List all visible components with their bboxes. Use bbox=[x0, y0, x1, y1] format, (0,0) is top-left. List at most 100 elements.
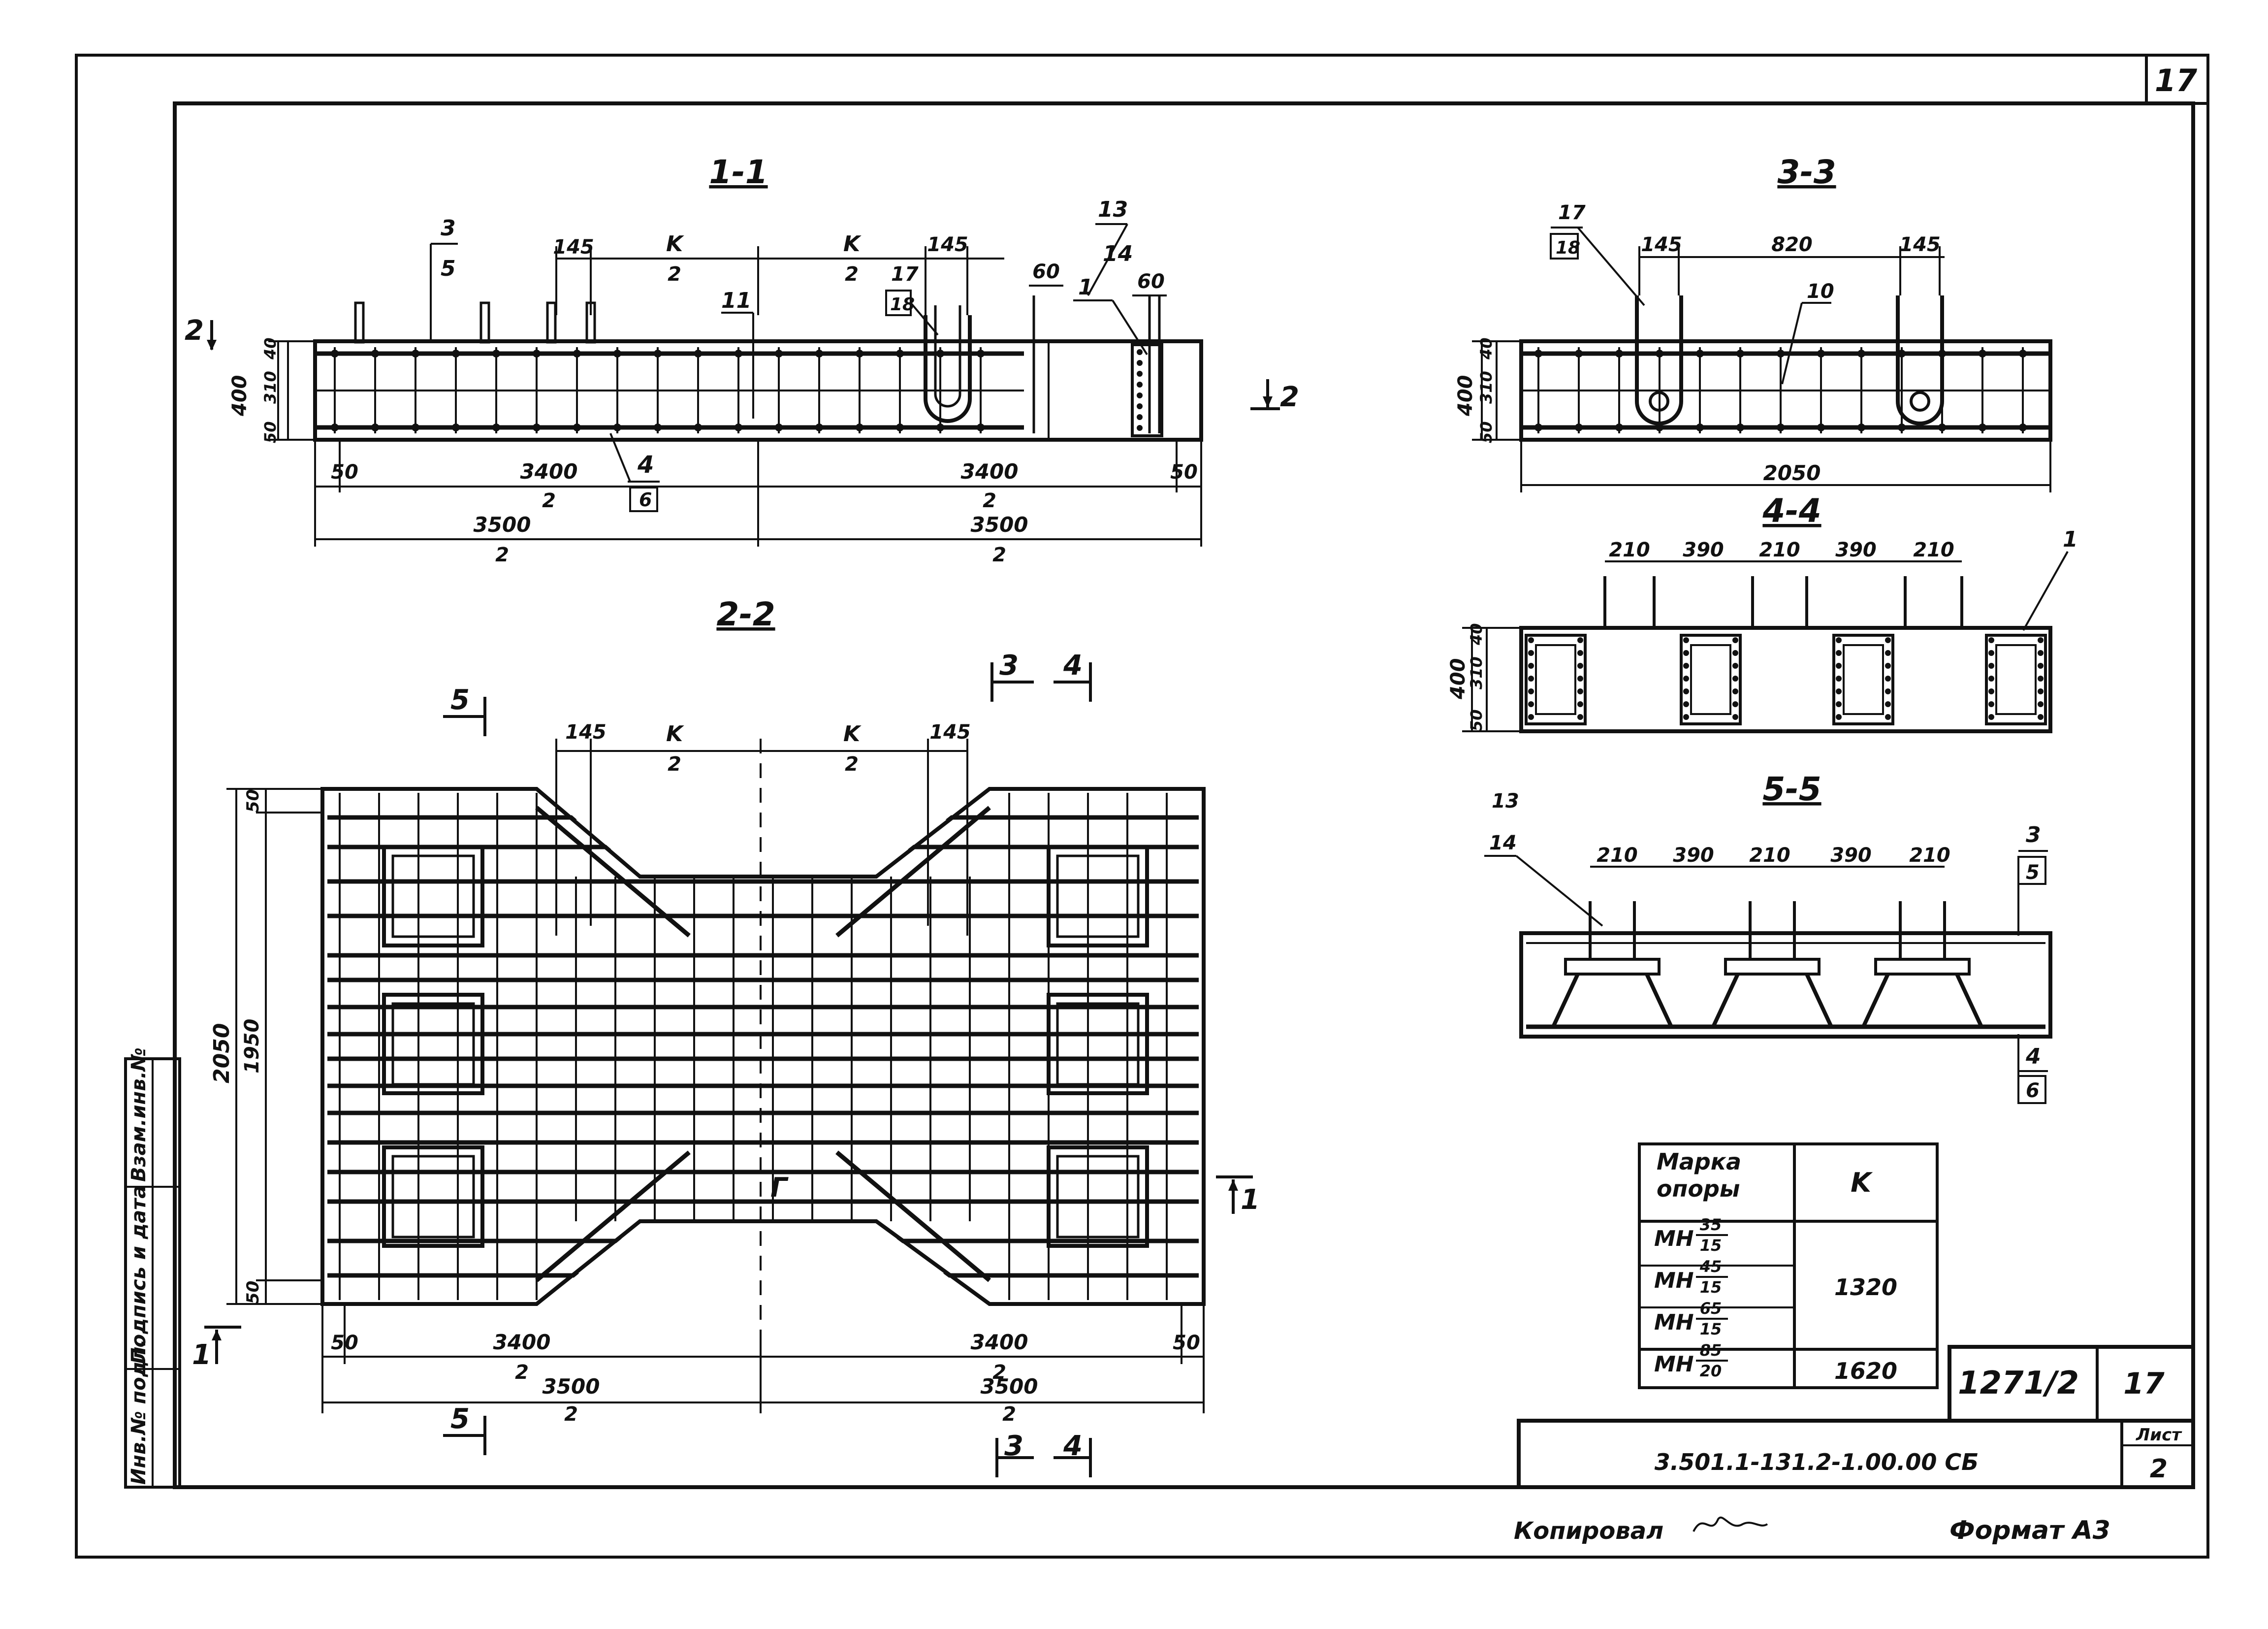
rebar-dot bbox=[977, 350, 985, 358]
section-1-1-title: 1-1 bbox=[709, 153, 767, 191]
anchor-plate-inner bbox=[391, 854, 475, 938]
rebar-dot bbox=[1777, 424, 1785, 431]
rebar-dot bbox=[1836, 663, 1842, 669]
callout-5: 5 bbox=[441, 256, 456, 281]
s33-h-top: 40 bbox=[1477, 337, 1496, 360]
cut-3-top: 3 bbox=[999, 650, 1019, 682]
table-k-1320: 1320 bbox=[1834, 1274, 1897, 1301]
s11-t2: 3500 bbox=[971, 513, 1028, 537]
s44-callout-1: 1 bbox=[2063, 527, 2078, 552]
s22-t2: 3500 bbox=[981, 1374, 1038, 1399]
rebar-dot bbox=[1732, 701, 1738, 707]
rebar-dot bbox=[1885, 714, 1891, 720]
rebar-dot bbox=[1988, 676, 1994, 682]
rebar-cage bbox=[1680, 634, 1742, 725]
table-row-den: 15 bbox=[1700, 1236, 1722, 1255]
rebar-dot bbox=[1575, 424, 1583, 431]
s55-dim: 210 bbox=[1597, 844, 1638, 867]
callout-13: 13 bbox=[1098, 197, 1128, 222]
s55-callout-6: 6 bbox=[2026, 1079, 2040, 1102]
s22-w1: 3400 bbox=[493, 1330, 551, 1354]
rebar-dot bbox=[1836, 701, 1842, 707]
section-3-3: 3-3 17 18 10 145 820 145 400 40 310 50 bbox=[1454, 153, 2052, 492]
anchor-plate bbox=[1047, 845, 1149, 947]
s22-h-bot: 50 bbox=[243, 1281, 263, 1304]
rebar-dot bbox=[1528, 650, 1534, 656]
rebar-dot bbox=[856, 350, 863, 358]
rebar-dot bbox=[1575, 350, 1583, 358]
s11-h-total: 400 bbox=[228, 375, 251, 417]
rebar-dot bbox=[1938, 424, 1946, 431]
anchor-bolt bbox=[546, 301, 557, 344]
anchor-base bbox=[1874, 958, 1971, 976]
rebar-dot bbox=[1885, 637, 1891, 643]
rebar-dot bbox=[1577, 663, 1583, 669]
table-row-mark: МН bbox=[1654, 1226, 1694, 1251]
rebar-dot bbox=[2038, 701, 2044, 707]
rebar-dot bbox=[1736, 424, 1744, 431]
side-stamp: Инв.№ подл. Подпись и дата Взам.инв.№ bbox=[124, 1047, 181, 1489]
rebar-dot bbox=[1857, 424, 1865, 431]
rebar-dot bbox=[1988, 701, 1994, 707]
s33-callout-17: 17 bbox=[1558, 201, 1586, 224]
rebar-dot bbox=[2019, 424, 2027, 431]
rebar-dot bbox=[2038, 688, 2044, 694]
rebar-dot bbox=[492, 350, 500, 358]
rebar-dot bbox=[654, 350, 662, 358]
table-row-mark: МН bbox=[1654, 1352, 1694, 1377]
rebar-dot bbox=[1732, 637, 1738, 643]
rebar-dot bbox=[977, 424, 985, 431]
table-row-num: 35 bbox=[1700, 1215, 1722, 1234]
s55-callout-4: 4 bbox=[2025, 1044, 2041, 1069]
rebar-dot bbox=[815, 350, 823, 358]
rebar-dot bbox=[1732, 676, 1738, 682]
rebar-dot bbox=[1988, 714, 1994, 720]
rebar-dot bbox=[815, 424, 823, 431]
rebar-dot bbox=[1732, 650, 1738, 656]
rebar-dot bbox=[1137, 382, 1143, 388]
rebar-dot bbox=[1534, 424, 1542, 431]
stamp-sign: Подпись и дата bbox=[128, 1185, 150, 1364]
s11-h-bot: 50 bbox=[261, 421, 280, 443]
s44-h-mid: 310 bbox=[1467, 656, 1486, 689]
s33-h-mid: 310 bbox=[1477, 371, 1496, 404]
s44-h-top: 40 bbox=[1467, 623, 1486, 646]
rebar-dot bbox=[371, 424, 379, 431]
rebar-dot bbox=[371, 350, 379, 358]
rebar-dot bbox=[573, 424, 581, 431]
rebar-dot bbox=[1817, 350, 1825, 358]
callout-14: 14 bbox=[1103, 241, 1133, 266]
s22-t2d: 2 bbox=[1002, 1403, 1016, 1426]
rebar-dot bbox=[2038, 663, 2044, 669]
rebar-cage-inner bbox=[1995, 644, 2037, 715]
s33-dim-145b: 145 bbox=[1899, 233, 1941, 256]
rebar-dot bbox=[1857, 350, 1865, 358]
rebar-dot bbox=[1836, 637, 1842, 643]
s22-dim-145b: 145 bbox=[929, 721, 971, 744]
title-order: 1271/2 bbox=[1958, 1365, 2079, 1401]
footer: Копировал Формат А3 bbox=[1514, 1516, 2110, 1545]
rebar-dot bbox=[2038, 637, 2044, 643]
rebar-dot bbox=[331, 424, 339, 431]
s22-edge-l: 50 bbox=[331, 1332, 358, 1354]
callout-1: 1 bbox=[1078, 275, 1093, 300]
s11-edge-l: 50 bbox=[331, 461, 358, 484]
rebar-dot bbox=[1528, 688, 1534, 694]
table-row-mark: МН bbox=[1654, 1268, 1694, 1293]
s22-t1: 3500 bbox=[543, 1374, 600, 1399]
s11-dim-k1d: 2 bbox=[668, 263, 681, 286]
rebar-dot bbox=[1696, 350, 1704, 358]
s11-dim-k1: K bbox=[666, 231, 684, 257]
rebar-dot bbox=[1736, 350, 1744, 358]
rebar-dot bbox=[1615, 424, 1623, 431]
rebar-dot bbox=[1836, 688, 1842, 694]
anchor-leg bbox=[1861, 973, 1983, 1028]
callout-3: 3 bbox=[441, 216, 456, 241]
rebar-dot bbox=[2038, 650, 2044, 656]
anchor-plate-inner bbox=[1056, 1155, 1140, 1238]
s33-h-bot: 50 bbox=[1477, 421, 1496, 443]
rebar-dot bbox=[856, 424, 863, 431]
callout-4: 4 bbox=[637, 451, 654, 479]
